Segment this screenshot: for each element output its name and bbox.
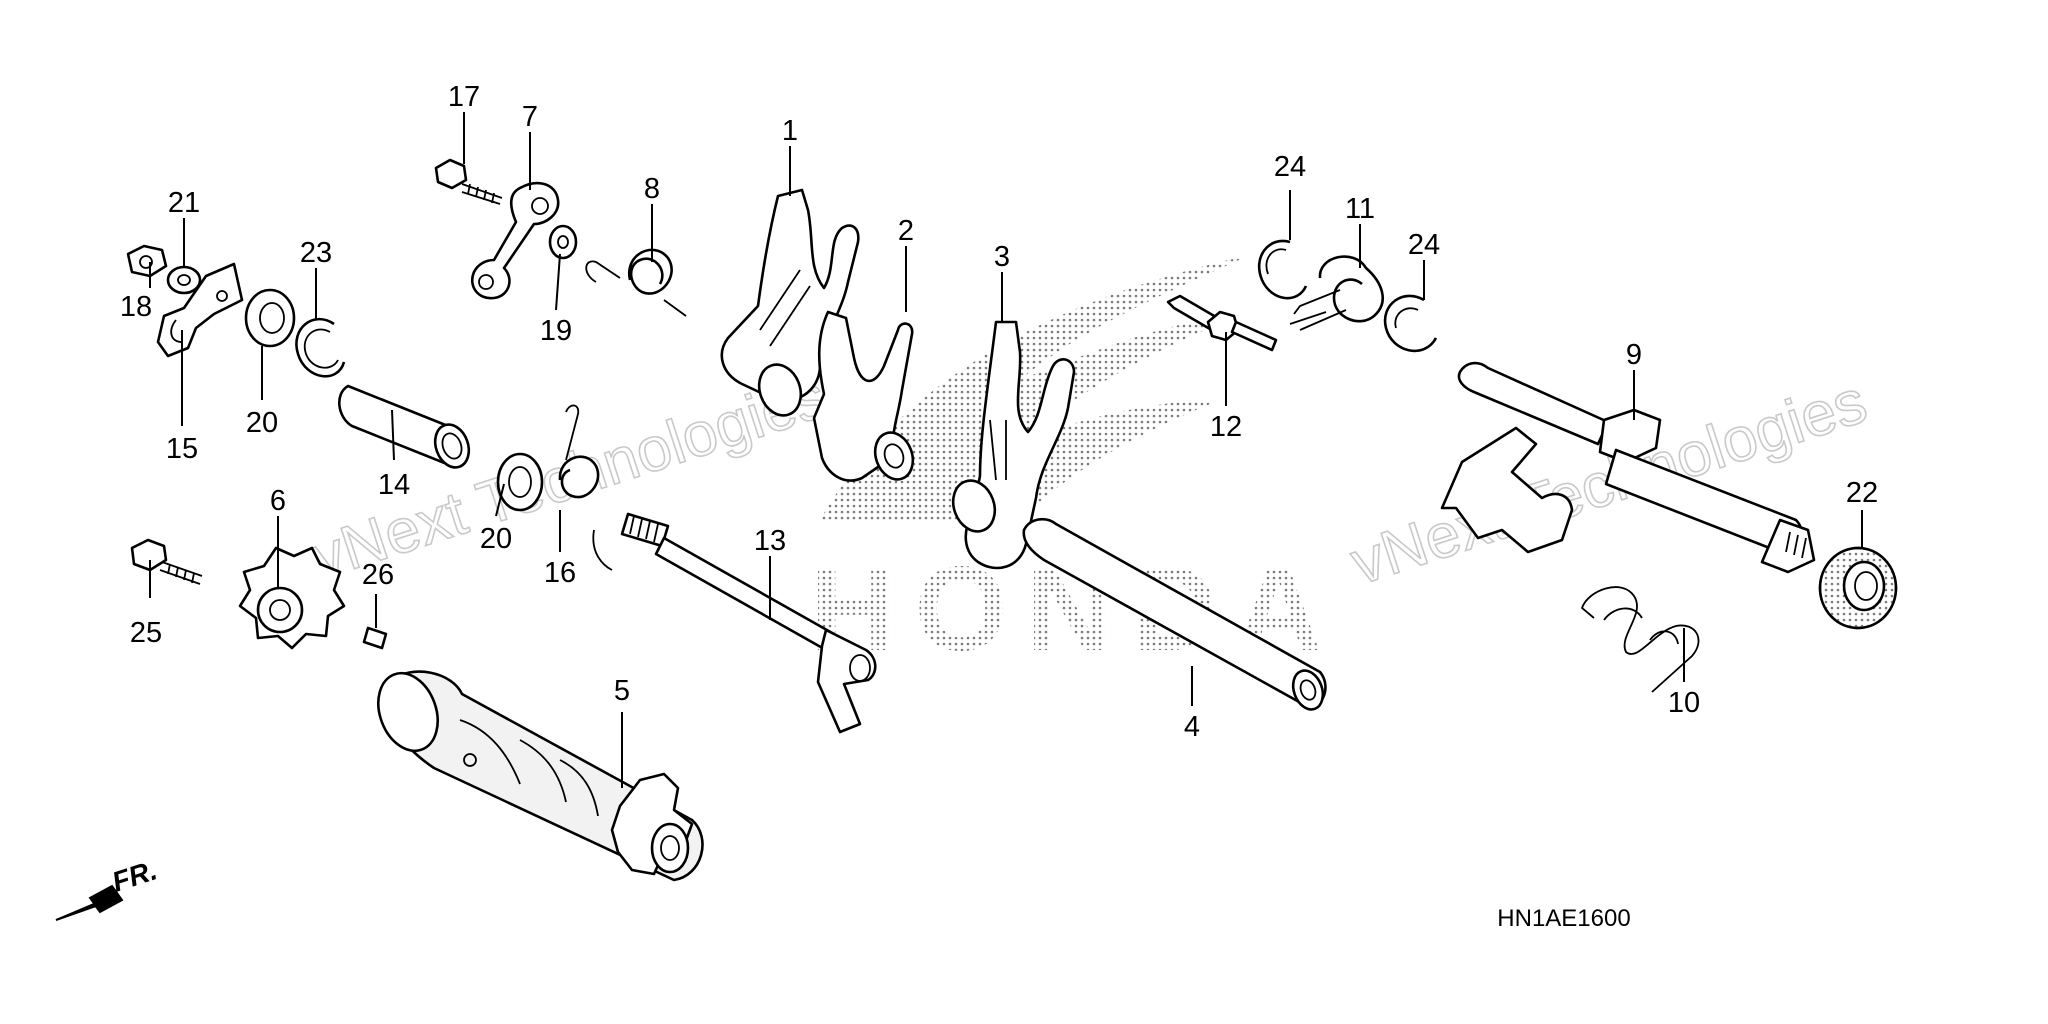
part-label-2: 2 xyxy=(898,215,914,247)
part-20-washer-upper xyxy=(244,288,296,348)
part-label-8: 8 xyxy=(644,173,660,205)
part-21-washer xyxy=(166,265,202,295)
part-label-17: 17 xyxy=(448,81,480,113)
part-10-return-spring xyxy=(1580,586,1700,693)
part-23-circlip xyxy=(295,317,346,378)
part-18-nut xyxy=(126,244,168,278)
part-label-19: 19 xyxy=(540,315,572,347)
part-label-24-left: 24 xyxy=(1274,151,1306,183)
part-label-24-right: 24 xyxy=(1408,229,1440,261)
part-label-12: 12 xyxy=(1210,411,1242,443)
part-7-stopper-arm xyxy=(471,181,560,300)
part-label-16: 16 xyxy=(544,557,576,589)
part-4-fork-shaft xyxy=(1022,517,1327,711)
part-label-4: 4 xyxy=(1184,711,1200,743)
part-14-collar xyxy=(338,384,471,469)
part-13-shift-spindle xyxy=(620,512,877,734)
part-16-spring xyxy=(558,404,613,571)
front-direction-indicator: FR. xyxy=(55,854,161,921)
part-label-9: 9 xyxy=(1626,339,1642,371)
part-label-1: 1 xyxy=(782,115,798,147)
part-20-washer-lower xyxy=(496,452,544,512)
part-label-3: 3 xyxy=(994,241,1010,273)
front-direction-label: FR. xyxy=(108,854,160,897)
part-17-bolt xyxy=(434,158,503,205)
part-26-pin xyxy=(362,626,388,650)
part-label-23: 23 xyxy=(300,237,332,269)
part-label-26: 26 xyxy=(362,559,394,591)
part-label-13: 13 xyxy=(754,525,786,557)
part-15-plate xyxy=(156,262,244,358)
part-label-6: 6 xyxy=(270,485,286,517)
part-12-stud xyxy=(1166,294,1278,352)
front-direction-arrow-icon xyxy=(55,884,124,921)
part-19-washer xyxy=(548,224,578,260)
part-label-22: 22 xyxy=(1846,477,1878,509)
part-22-oil-seal xyxy=(1818,546,1898,630)
part-label-10: 10 xyxy=(1668,687,1700,719)
part-24-circlip-left xyxy=(1257,239,1308,300)
part-9-gearshift-spindle xyxy=(1440,361,1816,574)
part-label-7: 7 xyxy=(522,101,538,133)
part-label-20-lower: 20 xyxy=(480,523,512,555)
part-label-11: 11 xyxy=(1345,193,1375,225)
part-3-shift-fork xyxy=(951,320,1076,570)
part-label-25: 25 xyxy=(130,617,162,649)
part-11-spring xyxy=(1289,255,1384,331)
part-2-shift-fork xyxy=(812,310,915,482)
callout-lines xyxy=(149,112,1863,788)
part-label-18: 18 xyxy=(120,291,152,323)
part-label-14: 14 xyxy=(378,469,410,501)
diagram-code: HN1AE1600 xyxy=(1497,905,1630,932)
part-label-20-upper: 20 xyxy=(246,407,278,439)
part-24-circlip-right xyxy=(1383,294,1438,353)
part-8-spring xyxy=(585,248,687,317)
part-25-bolt xyxy=(130,538,203,585)
part-label-5: 5 xyxy=(614,675,630,707)
part-label-15: 15 xyxy=(166,433,198,465)
part-5-shift-drum xyxy=(377,670,704,882)
part-label-21: 21 xyxy=(168,187,200,219)
part-number-labels: 1 2 3 4 5 6 7 8 9 10 11 12 13 14 15 16 1… xyxy=(120,81,1878,743)
part-6-drum-center xyxy=(238,546,346,650)
